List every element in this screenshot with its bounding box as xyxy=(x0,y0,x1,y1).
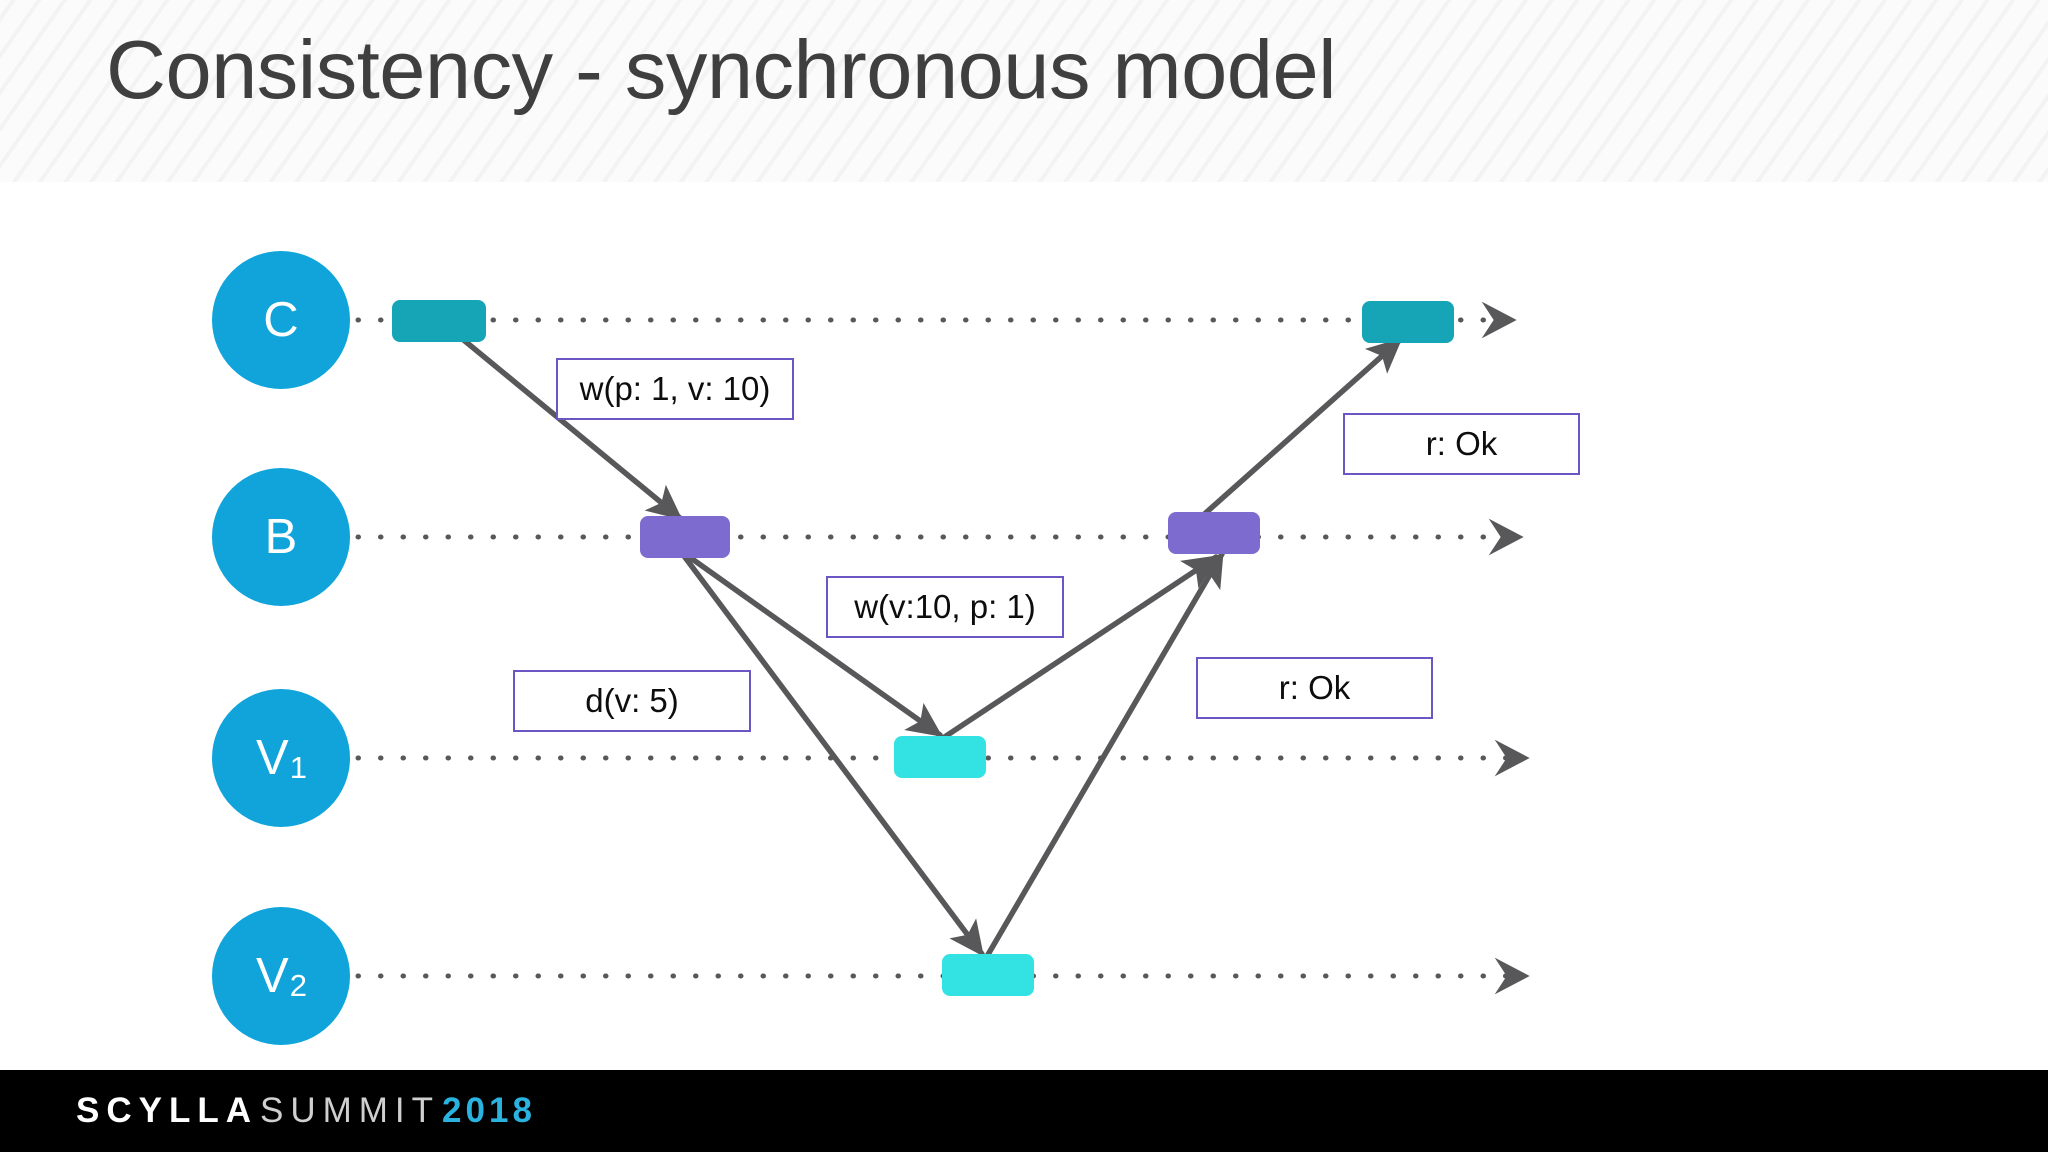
message-label-replicate-write[interactable]: w(v:10, p: 1) xyxy=(826,576,1064,638)
message-label-read-ok-mid[interactable]: r: Ok xyxy=(1196,657,1433,719)
arrow-b-to-c xyxy=(1197,337,1403,521)
message-label-read-ok-mid-text: r: Ok xyxy=(1278,669,1351,706)
message-label-replicate-write-text: w(v:10, p: 1) xyxy=(854,588,1036,625)
activation-bar-v1[interactable] xyxy=(894,736,986,778)
scylla-summit-logo: SCYLLA SUMMIT 2018 xyxy=(76,1091,536,1131)
message-arrows xyxy=(457,334,1403,961)
lifeline-node-c-label: C xyxy=(263,292,299,347)
activation-bar-b-second[interactable] xyxy=(1168,512,1260,554)
arrow-v1-to-b xyxy=(937,554,1219,743)
message-label-delta-text: d(v: 5) xyxy=(585,682,679,719)
activation-bar-c-start[interactable] xyxy=(392,300,486,342)
lifeline-node-b-label: B xyxy=(264,509,298,564)
logo-event-text: SUMMIT xyxy=(260,1091,441,1130)
slide-header: Consistency - synchronous model xyxy=(0,0,2048,184)
lifeline-node-v1-subscript: 1 xyxy=(289,749,307,785)
lifeline-node-v1-label: V xyxy=(256,730,289,785)
activation-bar-b-first[interactable] xyxy=(640,516,730,558)
logo-brand-text: SCYLLA xyxy=(76,1091,258,1130)
message-label-delta[interactable]: d(v: 5) xyxy=(513,670,751,732)
lifeline-node-v2-subscript: 2 xyxy=(289,967,307,1003)
arrow-b-to-v2 xyxy=(681,553,985,957)
logo-year-text: 2018 xyxy=(442,1091,536,1130)
activation-bar-c-end[interactable] xyxy=(1362,301,1454,343)
message-label-read-ok-top-text: r: Ok xyxy=(1425,425,1498,462)
message-label-read-ok-top[interactable]: r: Ok xyxy=(1343,413,1580,475)
lifeline-node-c[interactable]: C xyxy=(212,251,350,389)
arrow-b-to-v1 xyxy=(685,553,943,738)
arrow-c-to-b xyxy=(457,334,683,521)
lifeline-node-v2-label: V xyxy=(256,948,289,1003)
activation-bar-v2[interactable] xyxy=(942,954,1034,996)
message-label-write-request[interactable]: w(p: 1, v: 10) xyxy=(556,358,794,420)
arrow-v2-to-b xyxy=(983,551,1225,961)
message-label-write-request-text: w(p: 1, v: 10) xyxy=(579,370,771,407)
page-title: Consistency - synchronous model xyxy=(106,23,1337,116)
lifeline-node-b[interactable]: B xyxy=(212,468,350,606)
slide-footer: SCYLLA SUMMIT 2018 xyxy=(0,1070,2048,1152)
